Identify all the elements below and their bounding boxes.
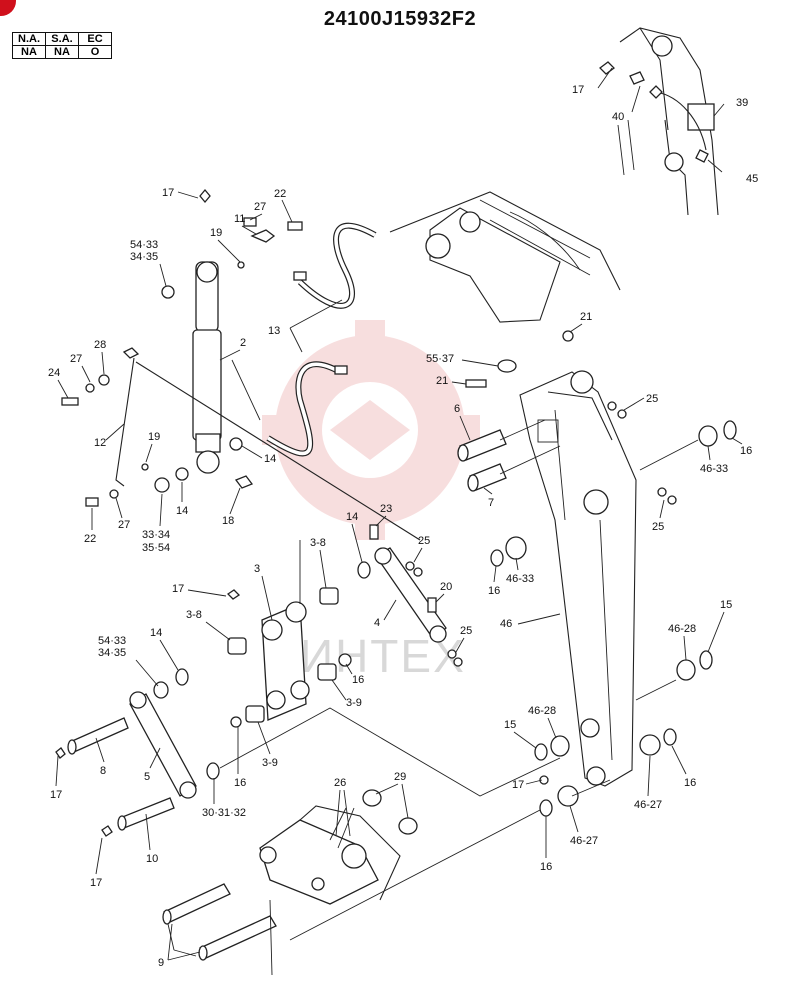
label-17: 17 — [572, 84, 584, 96]
label-26: 26 — [334, 777, 346, 789]
label-6: 6 — [454, 403, 460, 415]
label-10: 10 — [146, 853, 158, 865]
label-28: 28 — [94, 339, 106, 351]
label-27: 27 — [70, 353, 82, 365]
label-21: 21 — [580, 311, 592, 323]
label-24: 24 — [48, 367, 60, 379]
label-16: 16 — [540, 861, 552, 873]
label-46-33: 46-33 — [700, 463, 728, 475]
label-15: 15 — [720, 599, 732, 611]
label-29: 29 — [394, 771, 406, 783]
label-9: 9 — [158, 957, 164, 969]
hydraulic-hose-13 — [266, 222, 377, 457]
label-25: 25 — [460, 625, 472, 637]
upper-left-hardware — [61, 188, 421, 541]
label-7: 7 — [488, 497, 494, 509]
label-19: 19 — [210, 227, 222, 239]
label-45: 45 — [746, 173, 758, 185]
label-14: 14 — [150, 627, 162, 639]
label-22: 22 — [84, 533, 96, 545]
label-21: 21 — [436, 375, 448, 387]
label-16: 16 — [740, 445, 752, 457]
label-14: 14 — [176, 505, 188, 517]
label-46-27: 46-27 — [570, 835, 598, 847]
label-46-28: 46-28 — [668, 623, 696, 635]
label-55-37: 55·37 — [426, 353, 454, 365]
label-16: 16 — [684, 777, 696, 789]
label-11: 11 — [234, 213, 245, 225]
label-25: 25 — [418, 535, 430, 547]
region-value-ec: O — [78, 45, 112, 59]
label-16: 16 — [234, 777, 246, 789]
label-17: 17 — [172, 583, 184, 595]
label-18: 18 — [222, 515, 234, 527]
label-16: 16 — [488, 585, 500, 597]
label-17: 17 — [512, 779, 524, 791]
label-3-8: 3-8 — [310, 537, 326, 549]
arm-end-detail — [597, 27, 725, 216]
label-17: 17 — [90, 877, 102, 889]
right-side-bushings — [289, 330, 737, 941]
boom-upper — [389, 191, 621, 323]
label-20: 20 — [440, 581, 452, 593]
link-3 — [153, 540, 352, 728]
label-39: 39 — [736, 97, 748, 109]
label-40: 40 — [612, 111, 624, 123]
label-5: 5 — [144, 771, 150, 783]
label-4: 4 — [374, 617, 380, 629]
label-3-8: 3-8 — [186, 609, 202, 621]
label-46-27: 46-27 — [634, 799, 662, 811]
label-17: 17 — [162, 187, 174, 199]
region-value-row: NA NA O — [12, 45, 112, 59]
label-27: 27 — [254, 201, 266, 213]
label-54-33: 54·33 — [98, 635, 126, 647]
link-4 — [357, 524, 463, 667]
pins-6-7 — [457, 419, 561, 492]
label-54-33: 54·33 — [130, 239, 158, 251]
label-3-9: 3-9 — [262, 757, 278, 769]
link-5-and-pins — [55, 691, 561, 837]
label-17: 17 — [50, 789, 62, 801]
callouts: 17 40 39 45 17 22 27 11 19 54·33 34·35 1… — [48, 84, 758, 969]
label-46: 46 — [500, 618, 512, 630]
label-12: 12 — [94, 437, 106, 449]
label-25: 25 — [652, 521, 664, 533]
boom-46 — [519, 370, 637, 787]
label-3-9: 3-9 — [346, 697, 362, 709]
label-14: 14 — [346, 511, 358, 523]
label-2: 2 — [240, 337, 246, 349]
label-19: 19 — [148, 431, 160, 443]
label-22: 22 — [274, 188, 286, 200]
drawing-number-title: 24100J15932F2 — [323, 8, 477, 30]
label-13: 13 — [268, 325, 280, 337]
label-8: 8 — [100, 765, 106, 777]
bucket-cylinder-2 — [192, 261, 261, 474]
label-30-31-32: 30·31·32 — [202, 807, 246, 819]
label-46-28: 46-28 — [528, 705, 556, 717]
label-14: 14 — [264, 453, 276, 465]
label-33-34: 33·34 — [142, 529, 170, 541]
label-25: 25 — [646, 393, 658, 405]
label-27: 27 — [118, 519, 130, 531]
region-value-sa: NA — [45, 45, 79, 59]
label-3: 3 — [254, 563, 260, 575]
label-46-33: 46-33 — [506, 573, 534, 585]
label-16: 16 — [352, 674, 364, 686]
label-15: 15 — [504, 719, 516, 731]
label-23: 23 — [380, 503, 392, 515]
region-value-na: NA — [12, 45, 46, 59]
label-35-54: 35·54 — [142, 542, 170, 554]
label-34-35: 34·35 — [98, 647, 126, 659]
region-applicability-table: N.A. S.A. EC NA NA O — [12, 32, 112, 59]
label-34-35: 34·35 — [130, 251, 158, 263]
